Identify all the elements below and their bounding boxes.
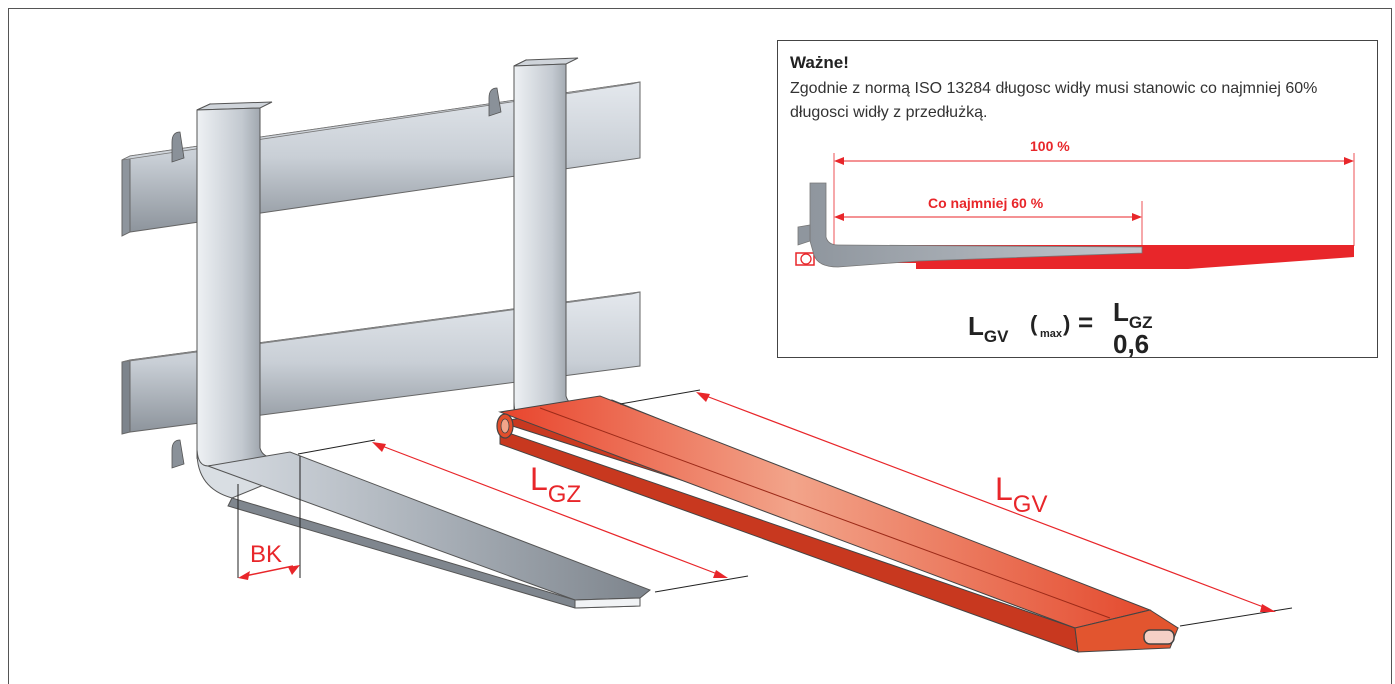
dim-min-label: Co najmniej 60 % (928, 195, 1044, 211)
label-lgv: LGV (995, 471, 1047, 518)
image-frame (8, 8, 1392, 684)
fork-right (513, 57, 579, 419)
svg-text:=: = (1078, 307, 1093, 337)
hook-right-upper (488, 87, 502, 117)
svg-text:LGV: LGV (968, 311, 1009, 346)
dimension-lgv (619, 389, 1293, 627)
svg-text:): ) (1063, 311, 1070, 336)
svg-text:max: max (1040, 328, 1063, 340)
svg-text:(: ( (1030, 311, 1038, 336)
hook-left-upper (171, 131, 185, 163)
label-lgz: LGZ (530, 461, 581, 508)
info-text: Zgodnie z normą ISO 13284 długosc widły … (790, 80, 1318, 121)
label-bk: BK (250, 541, 282, 568)
dimension-bk (237, 456, 301, 580)
fork-silhouette (809, 182, 1143, 268)
formula: LGV ( max ) = LGZ 0,6 (968, 297, 1153, 359)
hook-left-lower (171, 439, 185, 469)
fork-left (196, 101, 651, 609)
fork-extension (496, 395, 1179, 653)
info-box: Ważne! Zgodnie z normą ISO 13284 długosc… (777, 40, 1378, 359)
svg-text:0,6: 0,6 (1113, 329, 1149, 359)
dim-full-label: 100 % (1030, 138, 1070, 154)
svg-text:LGZ: LGZ (1113, 297, 1153, 332)
info-diagram: 100 % Co najmniej 60 % LGV ( max ) = LGZ… (795, 138, 1355, 359)
info-title: Ważne! (790, 53, 849, 72)
dimension-lgz (297, 439, 749, 593)
